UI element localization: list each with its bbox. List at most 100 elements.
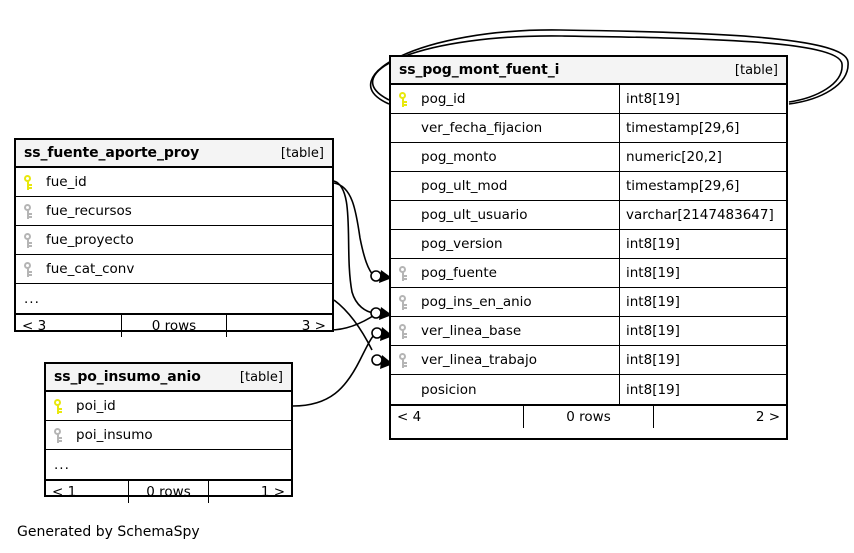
footer-child-count[interactable]: 3 > bbox=[301, 318, 326, 334]
column-type: int8[19] bbox=[619, 375, 786, 404]
foreign-key-icon bbox=[24, 261, 46, 277]
column-name-cell: fue_recursos bbox=[16, 197, 332, 225]
column-name-cell: poi_insumo bbox=[46, 421, 291, 449]
entity-type-tag: [table] bbox=[239, 369, 283, 385]
column-name-cell: ... bbox=[46, 450, 291, 479]
column-type: varchar[2147483647] bbox=[619, 201, 786, 229]
column-name: fue_proyecto bbox=[46, 232, 134, 248]
footer-row-count: 0 rows bbox=[522, 406, 655, 428]
edge-fue_id-to-pog_ins_en_anio bbox=[333, 180, 375, 314]
table-row[interactable]: pog_id int8[19] bbox=[391, 85, 786, 114]
column-type: int8[19] bbox=[619, 288, 786, 316]
table-row[interactable]: poi_id bbox=[46, 392, 291, 421]
column-type: int8[19] bbox=[619, 317, 786, 345]
truncation-ellipsis: ... bbox=[24, 290, 40, 307]
column-name-cell: pog_monto bbox=[391, 143, 619, 171]
footer-parent-count[interactable]: < 4 bbox=[397, 409, 422, 425]
table-row[interactable]: fue_recursos bbox=[16, 197, 332, 226]
column-name-cell: posicion bbox=[391, 375, 619, 404]
entity-type-tag: [table] bbox=[734, 62, 778, 78]
column-type: timestamp[29,6] bbox=[619, 172, 786, 200]
column-name-cell: ver_linea_base bbox=[391, 317, 619, 345]
entity-table-ss_pog_mont_fuent_i[interactable]: ss_pog_mont_fuent_i [table] pog_id int8[… bbox=[389, 55, 788, 440]
column-name: pog_ins_en_anio bbox=[421, 294, 532, 310]
primary-key-icon bbox=[24, 174, 46, 190]
edge-poi_id-to-ver_linea_base bbox=[292, 332, 377, 407]
foreign-key-icon bbox=[24, 232, 46, 248]
column-name-cell: fue_cat_conv bbox=[16, 255, 332, 283]
foreign-key-icon bbox=[399, 323, 421, 339]
column-name-cell: ver_fecha_fijacion bbox=[391, 114, 619, 142]
entity-title: ss_pog_mont_fuent_i bbox=[399, 62, 560, 78]
primary-key-icon bbox=[54, 398, 76, 414]
footer-parent-count[interactable]: < 1 bbox=[52, 484, 77, 500]
table-row[interactable]: pog_fuente int8[19] bbox=[391, 259, 786, 288]
column-name-cell: pog_ins_en_anio bbox=[391, 288, 619, 316]
table-row[interactable]: fue_cat_conv bbox=[16, 255, 332, 284]
footer-parent-count[interactable]: < 3 bbox=[22, 318, 47, 334]
table-row[interactable]: fue_proyecto bbox=[16, 226, 332, 255]
edge-endpoint-circle bbox=[370, 270, 382, 282]
entity-header: ss_pog_mont_fuent_i [table] bbox=[391, 57, 786, 85]
column-name: fue_id bbox=[46, 174, 87, 190]
column-name: ver_linea_trabajo bbox=[421, 352, 537, 368]
foreign-key-icon bbox=[399, 294, 421, 310]
table-row[interactable]: pog_ult_mod timestamp[29,6] bbox=[391, 172, 786, 201]
column-name-cell: fue_proyecto bbox=[16, 226, 332, 254]
footer-child-count[interactable]: 2 > bbox=[755, 409, 781, 425]
table-row[interactable]: fue_id bbox=[16, 168, 332, 197]
column-name-cell: pog_version bbox=[391, 230, 619, 258]
entity-columns: pog_id int8[19] ver_fecha_fijacion times… bbox=[391, 85, 786, 404]
edge-endpoint-circle bbox=[371, 354, 383, 366]
column-type: timestamp[29,6] bbox=[619, 114, 786, 142]
column-name-cell: ver_linea_trabajo bbox=[391, 346, 619, 374]
entity-header: ss_fuente_aporte_proy [table] bbox=[16, 140, 332, 168]
table-row[interactable]: poi_insumo bbox=[46, 421, 291, 450]
entity-footer: < 4 0 rows 2 > bbox=[391, 404, 786, 428]
column-name: pog_monto bbox=[421, 149, 497, 165]
footer-row-count: 0 rows bbox=[127, 481, 210, 503]
table-row[interactable]: pog_ult_usuario varchar[2147483647] bbox=[391, 201, 786, 230]
table-row[interactable]: posicion int8[19] bbox=[391, 375, 786, 404]
primary-key-icon bbox=[399, 91, 421, 107]
footer-child-count[interactable]: 1 > bbox=[260, 484, 286, 500]
entity-table-ss_fuente_aporte_proy[interactable]: ss_fuente_aporte_proy [table] fue_id fue… bbox=[14, 138, 334, 337]
column-name: ver_linea_base bbox=[421, 323, 522, 339]
edge-fue_id-to-pog_fuente bbox=[333, 182, 375, 277]
entity-title: ss_po_insumo_anio bbox=[54, 369, 201, 385]
column-type: numeric[20,2] bbox=[619, 143, 786, 171]
edge-strand-crossing-lower bbox=[329, 313, 377, 331]
foreign-key-icon bbox=[399, 265, 421, 281]
entity-table-ss_po_insumo_anio[interactable]: ss_po_insumo_anio [table] poi_id poi_ins… bbox=[44, 362, 293, 503]
column-name: pog_id bbox=[421, 91, 466, 107]
column-name-cell: fue_id bbox=[16, 168, 332, 196]
table-row-truncated: ... bbox=[46, 450, 291, 479]
foreign-key-icon bbox=[24, 203, 46, 219]
edge-endpoint-circle bbox=[371, 327, 383, 339]
column-name: ver_fecha_fijacion bbox=[421, 120, 543, 136]
entity-type-tag: [table] bbox=[280, 145, 324, 161]
table-row[interactable]: pog_version int8[19] bbox=[391, 230, 786, 259]
column-name: fue_recursos bbox=[46, 203, 132, 219]
column-name-cell: pog_fuente bbox=[391, 259, 619, 287]
column-name: pog_version bbox=[421, 236, 503, 252]
column-name-cell: pog_ult_usuario bbox=[391, 201, 619, 229]
table-row[interactable]: pog_monto numeric[20,2] bbox=[391, 143, 786, 172]
table-row-truncated: ... bbox=[16, 284, 332, 313]
entity-footer: < 3 0 rows 3 > bbox=[16, 313, 332, 337]
column-name: pog_ult_usuario bbox=[421, 207, 528, 223]
table-row[interactable]: ver_fecha_fijacion timestamp[29,6] bbox=[391, 114, 786, 143]
generated-by-caption: Generated by SchemaSpy bbox=[17, 524, 200, 540]
entity-columns: poi_id poi_insumo ... bbox=[46, 392, 291, 479]
column-name: poi_insumo bbox=[76, 427, 153, 443]
table-row[interactable]: ver_linea_trabajo int8[19] bbox=[391, 346, 786, 375]
entity-header: ss_po_insumo_anio [table] bbox=[46, 364, 291, 392]
column-name: posicion bbox=[421, 381, 477, 398]
column-name: pog_ult_mod bbox=[421, 178, 508, 194]
column-type: int8[19] bbox=[619, 230, 786, 258]
table-row[interactable]: pog_ins_en_anio int8[19] bbox=[391, 288, 786, 317]
truncation-ellipsis: ... bbox=[54, 456, 70, 473]
entity-columns: fue_id fue_recursos fue_proyecto bbox=[16, 168, 332, 313]
table-row[interactable]: ver_linea_base int8[19] bbox=[391, 317, 786, 346]
